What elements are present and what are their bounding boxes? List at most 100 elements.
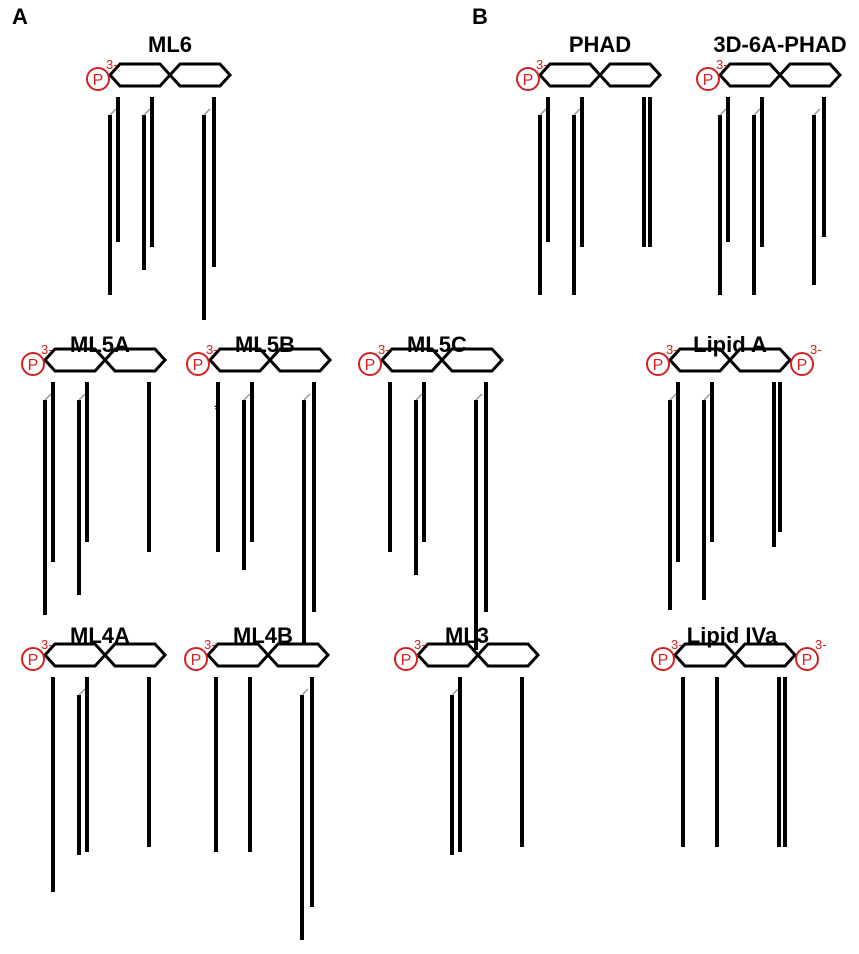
phosphate-circle xyxy=(795,647,819,671)
phosphate-left: P3- xyxy=(86,57,118,91)
phosphate-left: P3- xyxy=(646,342,678,376)
sugar-ring-right xyxy=(727,347,793,373)
panel-letter-b: B xyxy=(472,4,488,29)
phosphate-right: P3- xyxy=(790,342,822,376)
phosphate-circle xyxy=(186,352,210,376)
phosphate-charge: 3- xyxy=(106,57,118,72)
sugar-ring-right xyxy=(102,347,168,373)
phosphate-charge: 3- xyxy=(716,57,728,72)
sugar-ring-left xyxy=(537,62,603,88)
phosphate-circle xyxy=(651,647,675,671)
molecule-title: ML6 xyxy=(148,32,192,57)
phosphate-circle xyxy=(21,647,45,671)
phosphate-circle xyxy=(86,67,110,91)
phosphate-left: P3- xyxy=(21,342,53,376)
phosphate-charge: 3- xyxy=(206,342,218,357)
phosphate-circle xyxy=(358,352,382,376)
sugar-ring-right xyxy=(439,347,505,373)
ester-link xyxy=(813,108,821,116)
phosphate-right: P3- xyxy=(795,637,827,671)
phosphate-charge: 3- xyxy=(815,637,827,652)
phosphate-left: P3- xyxy=(696,57,728,91)
phosphate-charge: 3- xyxy=(41,342,53,357)
ester-link xyxy=(573,108,581,116)
sugar-ring-right xyxy=(475,642,541,668)
molecule-lipid-a: Lipid AP3-P3- xyxy=(646,332,822,610)
sugar-ring-right xyxy=(102,642,168,668)
sugar-ring-right xyxy=(777,62,843,88)
sugar-ring-right xyxy=(265,642,331,668)
ester-link xyxy=(415,393,423,401)
ester-link xyxy=(703,393,711,401)
phosphate-letter: P xyxy=(802,652,813,669)
phosphate-letter: P xyxy=(797,357,808,374)
phosphate-left: P3- xyxy=(358,342,390,376)
sugar-ring-right xyxy=(267,347,333,373)
ester-link xyxy=(451,688,459,696)
ester-link xyxy=(44,393,52,401)
ester-link xyxy=(303,393,311,401)
phosphate-letter: P xyxy=(193,357,204,374)
phosphate-letter: P xyxy=(653,357,664,374)
phosphate-circle xyxy=(184,647,208,671)
phosphate-charge: 3- xyxy=(204,637,216,652)
phosphate-letter: P xyxy=(28,652,39,669)
ester-link xyxy=(109,108,117,116)
phosphate-circle xyxy=(646,352,670,376)
phosphate-left: P3- xyxy=(651,637,683,671)
ester-link xyxy=(753,108,761,116)
phosphate-circle xyxy=(394,647,418,671)
ester-link xyxy=(719,108,727,116)
phosphate-left: P3- xyxy=(394,637,426,671)
panel-letter-a: A xyxy=(12,4,28,29)
sugar-ring-left xyxy=(717,62,783,88)
molecule-phad: PHAD P3- xyxy=(516,32,663,295)
ester-link xyxy=(539,108,547,116)
ester-link xyxy=(475,393,483,401)
phosphate-left: P3- xyxy=(184,637,216,671)
phosphate-charge: 3- xyxy=(671,637,683,652)
ester-link xyxy=(143,108,151,116)
ester-link xyxy=(78,688,86,696)
phosphate-charge: 3- xyxy=(810,342,822,357)
phosphate-circle xyxy=(516,67,540,91)
chain-marker: * xyxy=(214,402,220,419)
phosphate-circle xyxy=(790,352,814,376)
phosphate-charge: 3- xyxy=(414,637,426,652)
phosphate-left: P3- xyxy=(516,57,548,91)
phosphate-letter: P xyxy=(191,652,202,669)
phosphate-letter: P xyxy=(28,357,39,374)
ester-link xyxy=(203,108,211,116)
phosphate-letter: P xyxy=(365,357,376,374)
phosphate-charge: 3- xyxy=(378,342,390,357)
molecule-title: PHAD xyxy=(569,32,631,57)
phosphate-charge: 3- xyxy=(666,342,678,357)
ester-link xyxy=(78,393,86,401)
phosphate-left: P3- xyxy=(21,637,53,671)
phosphate-letter: P xyxy=(703,72,714,89)
sugar-ring-left xyxy=(107,62,173,88)
ester-link xyxy=(669,393,677,401)
sugar-ring-right xyxy=(732,642,798,668)
phosphate-left: P3- xyxy=(186,342,218,376)
phosphate-charge: 3- xyxy=(41,637,53,652)
ester-link xyxy=(243,393,251,401)
phosphate-letter: P xyxy=(401,652,412,669)
phosphate-charge: 3- xyxy=(536,57,548,72)
phosphate-letter: P xyxy=(523,72,534,89)
sugar-ring-right xyxy=(167,62,233,88)
phosphate-circle xyxy=(696,67,720,91)
phosphate-letter: P xyxy=(93,72,104,89)
molecule-title: 3D-6A-PHAD xyxy=(713,32,846,57)
molecule-title: Lipid A xyxy=(693,332,767,357)
molecule-structures: ML6P3-PHADP3-3D-6A-PHADP3-ML5AP3-ML5BP3-… xyxy=(21,32,847,940)
sugar-ring-right xyxy=(597,62,663,88)
